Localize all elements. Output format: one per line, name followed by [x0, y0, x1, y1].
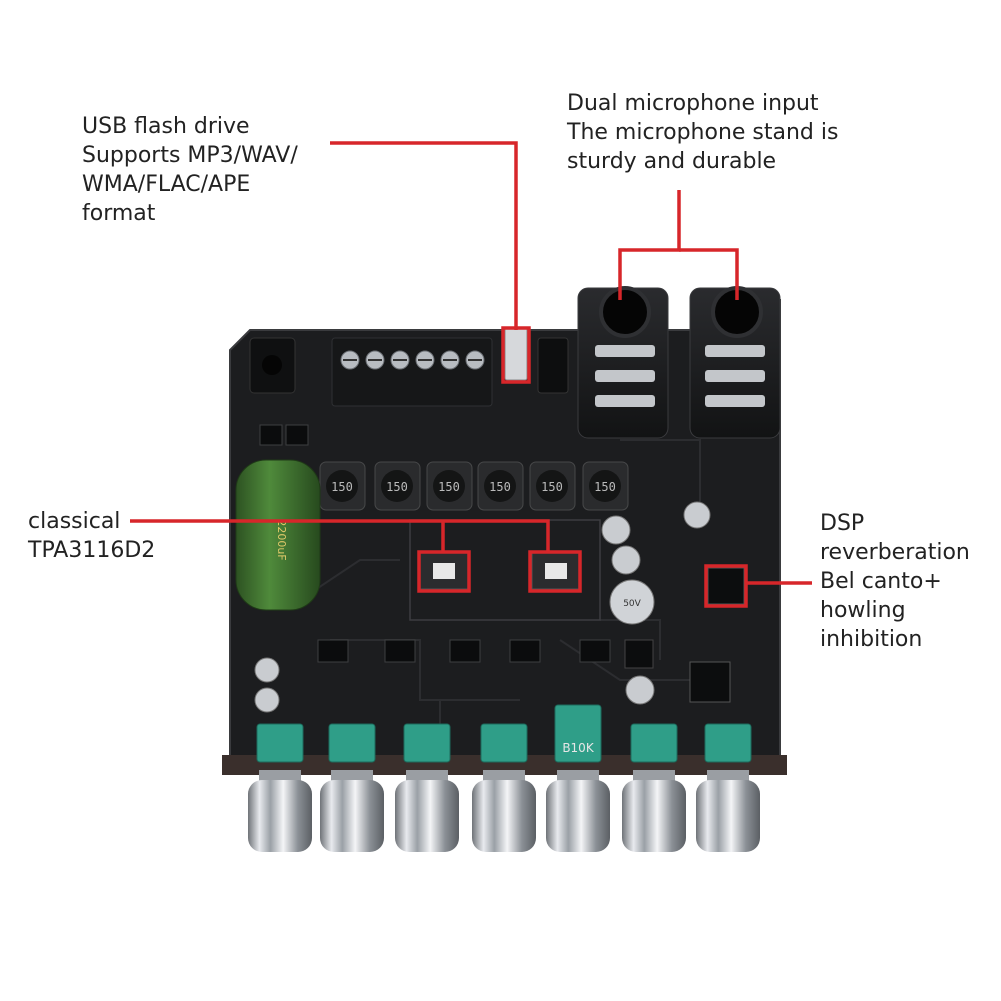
callout-mic-line: Dual microphone input — [567, 91, 819, 116]
tpa3116-chip-left — [419, 552, 469, 590]
amp-pointer-line — [130, 519, 550, 553]
inductor-label: 150 — [594, 480, 616, 494]
misc-ics — [259, 424, 611, 663]
inductor: 150 — [319, 461, 366, 511]
knob — [472, 770, 536, 852]
capacitor-label: 50V — [623, 599, 641, 609]
callout-amp-line: TPA3116D2 — [28, 538, 156, 563]
small-capacitors: 50V — [254, 501, 711, 713]
knob — [622, 770, 686, 852]
speaker-terminal-block — [331, 337, 493, 407]
callout-usb-line: Supports MP3/WAV/ — [82, 143, 298, 168]
inductor-label: 150 — [438, 480, 460, 494]
mic-pointer-line-right — [679, 248, 739, 300]
tpa3116-chip-right — [531, 552, 581, 590]
inductor: 150 — [477, 461, 524, 511]
knob — [320, 770, 384, 852]
filter-capacitor: 2200uF — [235, 459, 321, 611]
callout-dsp-line: reverberation — [820, 540, 970, 565]
callout-mic-line: sturdy and durable — [567, 149, 777, 174]
inductor: 150 — [374, 461, 421, 511]
knob — [395, 770, 459, 852]
callout-dsp-line: Bel canto+ — [820, 569, 942, 594]
potentiometer-label: B10K — [562, 741, 595, 755]
callout-usb-line: USB flash drive — [82, 114, 250, 139]
aux-jack — [537, 337, 569, 394]
inductor: 150 — [426, 461, 473, 511]
knob-row — [248, 770, 760, 852]
callout-pointers — [130, 141, 812, 608]
coil-small — [624, 639, 654, 669]
bluetooth-chip — [689, 661, 731, 703]
dsp-chip — [707, 567, 745, 605]
usb-pointer-box — [501, 326, 531, 384]
usb-mode-switch — [504, 327, 528, 381]
dsp-pointer-box — [704, 564, 748, 608]
callout-usb-line: format — [82, 201, 156, 226]
knob — [248, 770, 312, 852]
callout-amp: classical TPA3116D2 — [28, 507, 155, 565]
amp-pointer-box-left — [417, 550, 471, 593]
inductor: 150 — [582, 461, 629, 511]
inductor-row: 150 150 150 150 150 150 — [319, 461, 629, 511]
callout-usb: USB flash drive Supports MP3/WAV/ WMA/FL… — [82, 112, 298, 228]
callout-mic-line: The microphone stand is — [567, 120, 839, 145]
callout-dsp-line: howling — [820, 598, 906, 623]
capacitor-label: 2200uF — [275, 519, 288, 560]
callout-amp-line: classical — [28, 509, 121, 534]
mic-pointer-line-left — [618, 190, 681, 300]
callout-usb-line: WMA/FLAC/APE — [82, 172, 251, 197]
inductor-label: 150 — [331, 480, 353, 494]
inductor-label: 150 — [541, 480, 563, 494]
microphone-jack-right — [689, 286, 781, 439]
knob — [696, 770, 760, 852]
usb-pointer-line — [330, 141, 518, 330]
potentiometer-b10k: B10K — [554, 704, 602, 763]
knob — [546, 770, 610, 852]
inductor-label: 150 — [386, 480, 408, 494]
callout-dsp-line: inhibition — [820, 627, 923, 652]
inductor-label: 150 — [489, 480, 511, 494]
inductor: 150 — [529, 461, 576, 511]
microphone-jack-left — [577, 286, 669, 439]
dc-power-jack — [249, 337, 296, 394]
potentiometer-row: B10K — [256, 704, 752, 763]
callout-mic: Dual microphone input The microphone sta… — [567, 89, 838, 176]
amp-pointer-box-right — [528, 550, 582, 593]
callout-dsp-line: DSP — [820, 511, 865, 536]
callout-dsp: DSP reverberation Bel canto+ howling inh… — [820, 509, 970, 654]
